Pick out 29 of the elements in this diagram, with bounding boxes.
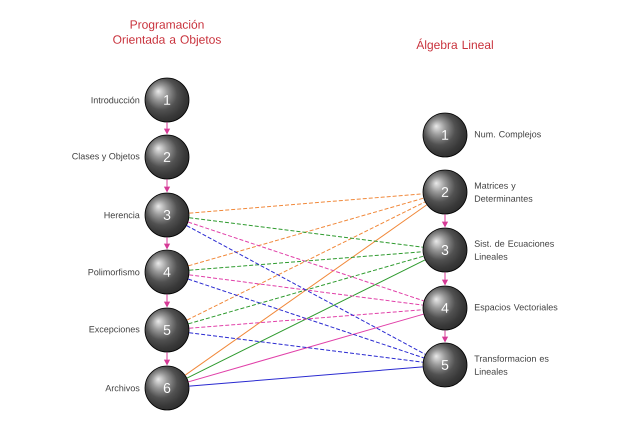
connector-line <box>188 222 424 302</box>
topic-label: Num. Complejos <box>474 130 541 140</box>
connector-line <box>188 366 424 387</box>
topic-label: Sist. de Ecuaciones Lineales <box>474 240 554 260</box>
topic-label: Espacios Vectoriales <box>474 304 558 312</box>
connector-line <box>188 217 424 248</box>
connector-line <box>186 259 426 379</box>
topic-label: Transformacion es Lineales <box>474 355 549 375</box>
connector-line <box>188 278 424 358</box>
connector-line <box>184 204 428 376</box>
column-heading: Programación Orientada a Objetos <box>113 20 221 46</box>
connector-line <box>186 201 426 321</box>
connector-line <box>188 314 424 382</box>
connector-line <box>186 225 426 355</box>
connector-line <box>188 332 424 363</box>
topic-label: Archivos <box>105 384 140 392</box>
topic-label: Introducción <box>92 96 140 104</box>
topic-label: Herencia <box>104 212 140 218</box>
connector-line <box>188 256 424 324</box>
connector-line <box>188 251 424 271</box>
column-heading: Álgebra Lineal <box>416 38 493 52</box>
connector-line <box>188 309 424 329</box>
topic-label: Excepciones <box>90 326 140 334</box>
topic-label: Clases y Objetos <box>72 152 140 162</box>
connector-line <box>188 198 424 266</box>
connector-line <box>188 274 424 306</box>
topic-label: Matrices y Determinantes <box>474 182 532 202</box>
topic-label: Polimorfismo <box>88 268 140 276</box>
connector-line <box>188 193 424 214</box>
